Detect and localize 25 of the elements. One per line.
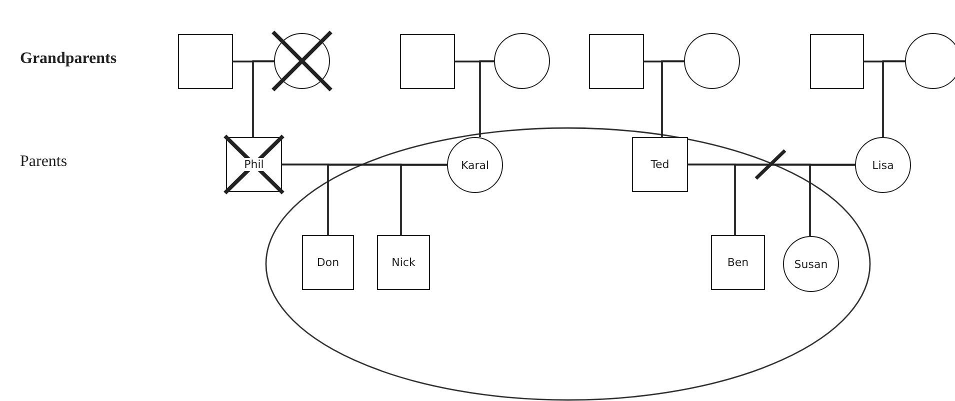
male-symbol bbox=[810, 34, 864, 89]
male-symbol bbox=[589, 34, 644, 89]
person-name: Susan bbox=[794, 258, 828, 270]
male-symbol bbox=[711, 235, 765, 290]
generation-label: Parents bbox=[20, 153, 68, 171]
person-name: Lisa bbox=[872, 158, 894, 172]
person-name: Karal bbox=[460, 158, 490, 172]
person-name: Don bbox=[316, 256, 340, 269]
person-name: Phil bbox=[242, 158, 266, 171]
person-name: Nick bbox=[392, 256, 416, 269]
female-symbol bbox=[905, 33, 955, 89]
descent-line bbox=[479, 60, 494, 137]
male-symbol bbox=[302, 235, 354, 290]
male-symbol bbox=[632, 137, 688, 192]
male-symbol bbox=[178, 34, 233, 89]
descent-line bbox=[661, 60, 684, 137]
descent-line bbox=[809, 164, 855, 236]
person-name: Ted bbox=[650, 158, 670, 171]
generation-label: Grandparents bbox=[20, 50, 117, 68]
descent-line bbox=[882, 60, 905, 137]
descent-line bbox=[400, 164, 447, 235]
descent-line bbox=[252, 60, 274, 137]
person-name: Ben bbox=[727, 256, 749, 269]
male-symbol bbox=[377, 235, 430, 290]
male-symbol bbox=[400, 34, 455, 89]
